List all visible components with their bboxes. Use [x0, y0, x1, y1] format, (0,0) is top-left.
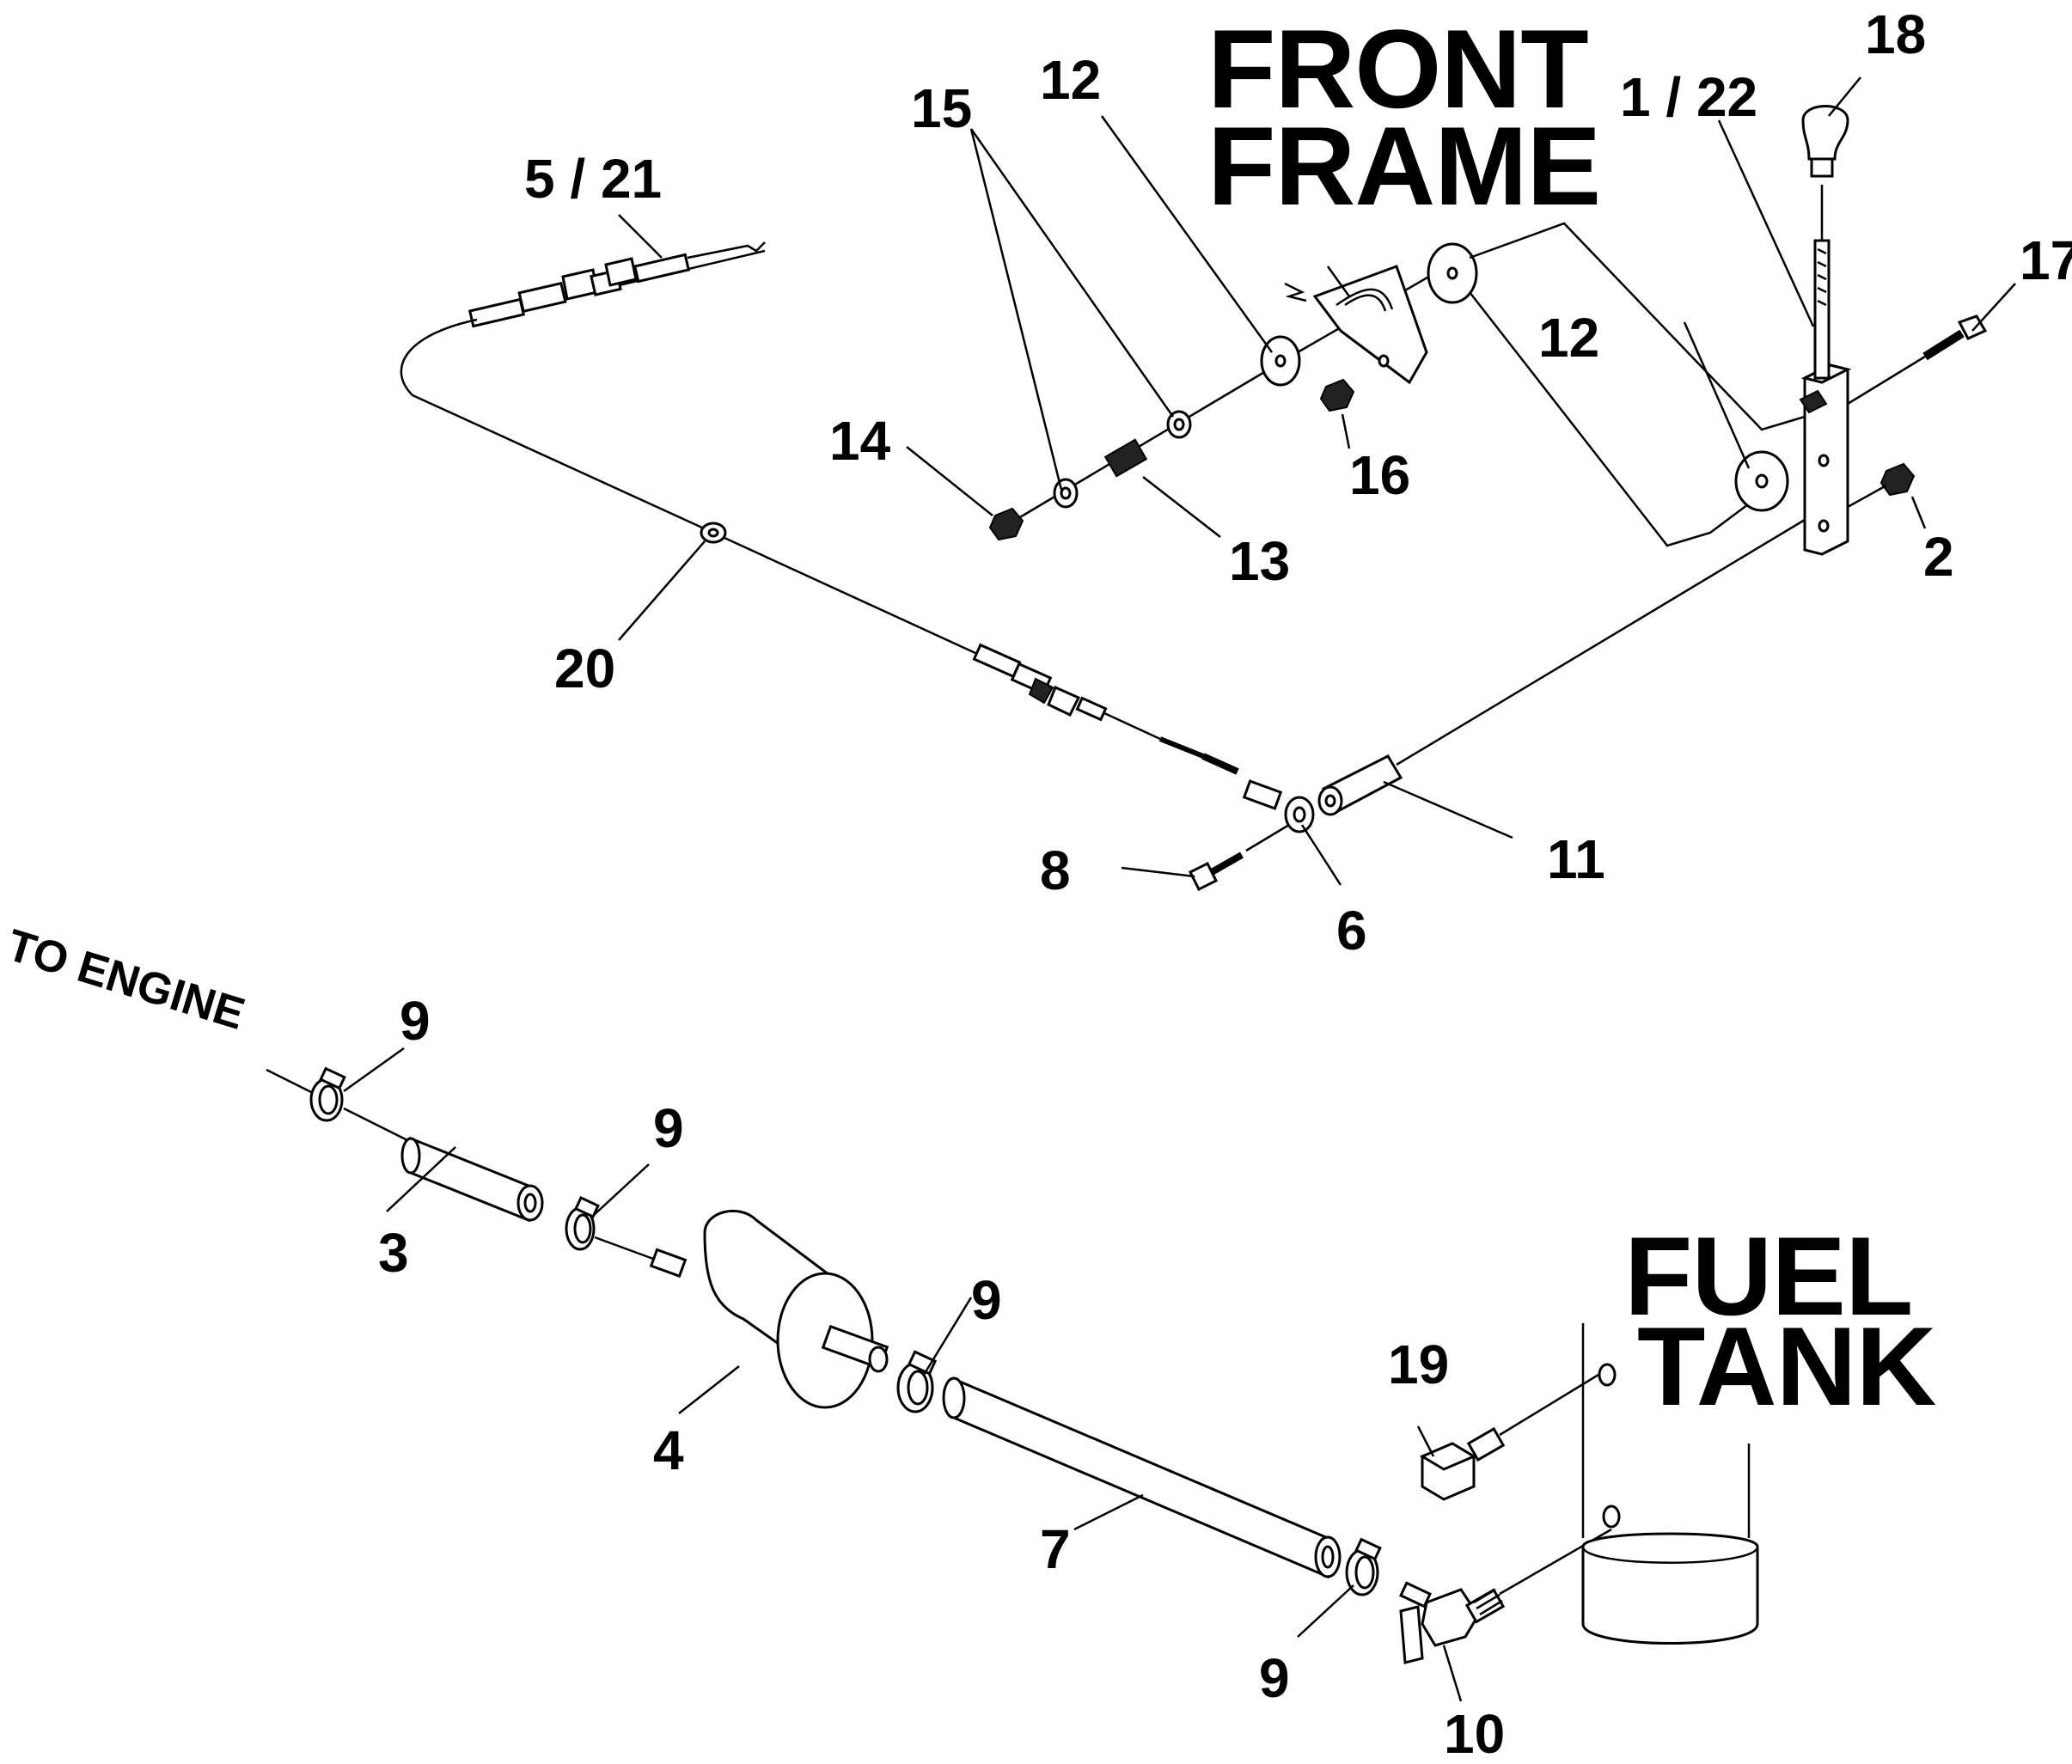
heading-front: FRONT	[1207, 6, 1588, 131]
callout-20: 20	[554, 638, 615, 699]
nut-2	[1847, 462, 1916, 509]
callout-9-b: 9	[653, 1097, 684, 1159]
callout-2: 2	[1923, 526, 1954, 588]
lever-plate	[1799, 363, 1852, 556]
callout-9-d: 9	[1259, 1647, 1290, 1709]
callout-14: 14	[829, 410, 891, 472]
headings: FRONT FRAME FUEL TANK TO ENGINE	[1, 6, 1936, 1429]
heading-fuel: FUEL	[1624, 1213, 1912, 1339]
callout-3: 3	[378, 1222, 409, 1284]
heading-frame: FRAME	[1207, 103, 1600, 229]
callout-19: 19	[1388, 1334, 1449, 1395]
washer-12-left	[1260, 335, 1301, 387]
callout-12-right: 12	[1538, 307, 1599, 369]
callout-7: 7	[1040, 1518, 1071, 1580]
washer-20	[700, 522, 727, 544]
bolt-17	[1847, 314, 1988, 406]
hose-clamp-9-fourth	[1345, 1537, 1382, 1596]
washer-12-upper	[1427, 242, 1478, 304]
front-frame-bracket	[1284, 265, 1428, 385]
knob-18	[1801, 105, 1849, 178]
washer-15-lower	[1053, 478, 1079, 509]
cable-lower-end	[972, 643, 1239, 775]
callout-1-22: 1 / 22	[1620, 66, 1757, 128]
hose-7	[942, 1376, 1342, 1579]
spacer-11	[1317, 518, 1806, 816]
cable-upper-end	[468, 241, 766, 328]
ball-joint-6	[1242, 779, 1315, 833]
callout-6: 6	[1336, 900, 1367, 961]
label-to-engine: TO ENGINE	[1, 920, 250, 1040]
nut-14	[988, 507, 1024, 541]
leader-lines	[343, 76, 2016, 1702]
callout-9-a: 9	[400, 990, 431, 1052]
callout-18: 18	[1865, 3, 1926, 65]
plug-19	[1419, 1373, 1599, 1501]
hose-clamp-9-second	[565, 1196, 600, 1251]
heading-tank: TANK	[1637, 1303, 1936, 1429]
lever-bracket-outline-lower	[1469, 291, 1763, 547]
cable-loop	[400, 318, 976, 655]
callout-12-left: 12	[1040, 49, 1101, 111]
fuel-filter-4	[649, 1209, 889, 1409]
hose-3	[400, 1136, 544, 1223]
nut-16	[1319, 378, 1355, 412]
hose-clamp-9-third	[896, 1350, 938, 1413]
bolt-8	[1188, 823, 1290, 892]
hose-clamp-9-left	[309, 1066, 346, 1122]
lever-bracket-outline	[1469, 222, 1806, 431]
callout-13: 13	[1229, 530, 1290, 592]
callout-numbers: 18 1 / 22 17 12 12 15 5 / 21 14 13 16 2 …	[378, 3, 2072, 1764]
callout-8: 8	[1040, 839, 1071, 901]
lever-rod	[1813, 185, 1831, 380]
callout-16: 16	[1349, 444, 1410, 506]
callout-17: 17	[2020, 229, 2072, 291]
fuel-line-to-engine	[266, 1068, 319, 1097]
callout-5-21: 5 / 21	[524, 148, 662, 210]
callout-15: 15	[911, 77, 972, 139]
shutoff-valve-10	[1399, 1528, 1612, 1664]
fuel-tank	[1581, 1323, 1759, 1645]
spring-13	[1103, 438, 1148, 478]
washer-15-upper	[1166, 410, 1192, 439]
callout-9-c: 9	[971, 1269, 1002, 1331]
callout-11: 11	[1547, 828, 1605, 890]
callout-10: 10	[1444, 1703, 1505, 1764]
washer-12-lower	[1734, 450, 1789, 512]
callout-4: 4	[653, 1419, 684, 1481]
